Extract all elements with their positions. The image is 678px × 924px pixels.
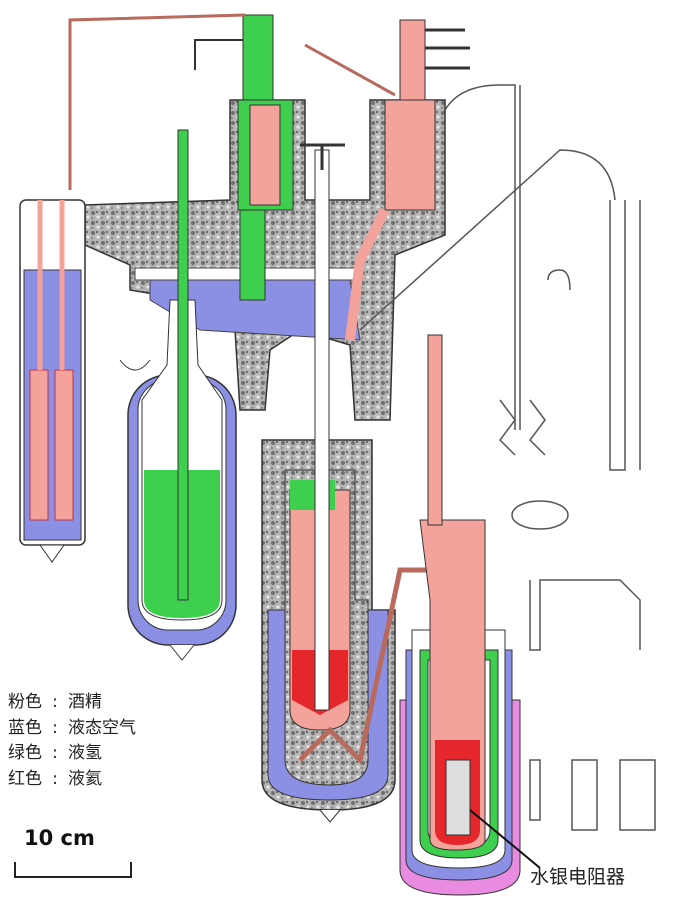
legend-meaning: 液态空气	[68, 717, 136, 738]
instruments	[359, 84, 656, 831]
central-dewar	[261, 143, 450, 823]
legend-color-name: 蓝色	[8, 717, 42, 738]
legend-separator: :	[52, 768, 58, 789]
color-legend: 粉色: 酒精 蓝色: 液态空气 绿色: 液氢 红色: 液氦	[8, 690, 136, 792]
alcohol-pipe	[68, 13, 470, 341]
legend-color-name: 绿色	[8, 743, 42, 763]
legend-separator: :	[52, 692, 58, 712]
legend-row-green: 绿色: 液氢	[8, 741, 136, 767]
legend-row-red: 红色: 液氦	[8, 767, 136, 793]
hydrogen-pipe	[194, 14, 294, 301]
legend-color-name: 红色	[8, 768, 42, 789]
left-column	[19, 199, 86, 563]
scale-label: 10 cm	[24, 826, 95, 850]
legend-meaning: 液氢	[68, 743, 102, 763]
legend-meaning: 酒精	[68, 692, 102, 712]
hydrogen-flask	[119, 129, 237, 661]
mercury-resistor-label: 水银电阻器	[530, 866, 626, 888]
legend-row-pink: 粉色: 酒精	[8, 690, 136, 716]
legend-separator: :	[52, 717, 58, 738]
scale-bar	[14, 862, 132, 878]
legend-row-blue: 蓝色: 液态空气	[8, 716, 136, 742]
legend-color-name: 粉色	[8, 692, 42, 712]
legend-meaning: 液氦	[68, 768, 102, 789]
right-dewar	[399, 334, 541, 896]
legend-separator: :	[52, 743, 58, 763]
